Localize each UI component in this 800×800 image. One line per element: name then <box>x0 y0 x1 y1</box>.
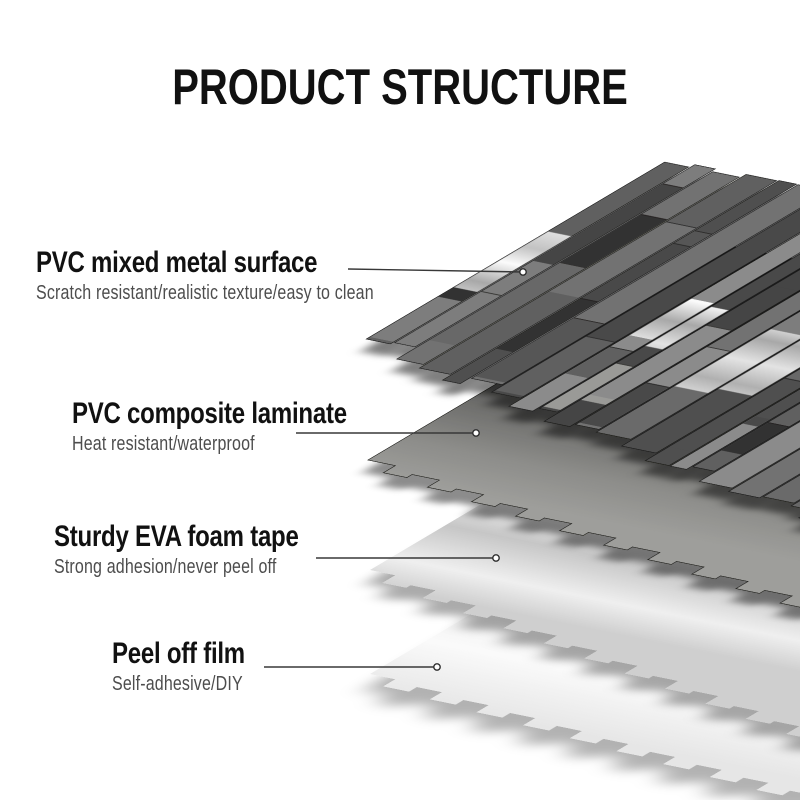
layer-name: PVC mixed metal surface <box>36 246 318 279</box>
leader-dot-2 <box>472 429 480 437</box>
layer-label-foam: Sturdy EVA foam tape Strong adhesion/nev… <box>54 520 299 578</box>
layer-name: Peel off film <box>112 637 245 670</box>
layer-description: Scratch resistant/realistic texture/easy… <box>36 282 374 304</box>
layer-name: PVC composite laminate <box>72 397 347 430</box>
layer-pvc-mixed-metal-surface <box>365 161 800 526</box>
layer-name: Sturdy EVA foam tape <box>54 520 299 553</box>
leader-line-1 <box>347 268 524 273</box>
layer-description: Strong adhesion/never peel off <box>54 556 277 578</box>
layer-label-film: Peel off film Self-adhesive/DIY <box>112 637 245 695</box>
leader-dot-3 <box>492 554 500 562</box>
layer-description: Heat resistant/waterproof <box>72 433 255 455</box>
leader-dot-1 <box>519 268 527 276</box>
layer-label-laminate: PVC composite laminate Heat resistant/wa… <box>72 397 347 455</box>
layer-description: Self-adhesive/DIY <box>112 673 243 695</box>
layer-label-surface: PVC mixed metal surface Scratch resistan… <box>36 246 374 304</box>
leader-dot-4 <box>433 663 441 671</box>
leader-lines <box>264 268 527 671</box>
page-title: PRODUCT STRUCTURE <box>172 59 628 115</box>
